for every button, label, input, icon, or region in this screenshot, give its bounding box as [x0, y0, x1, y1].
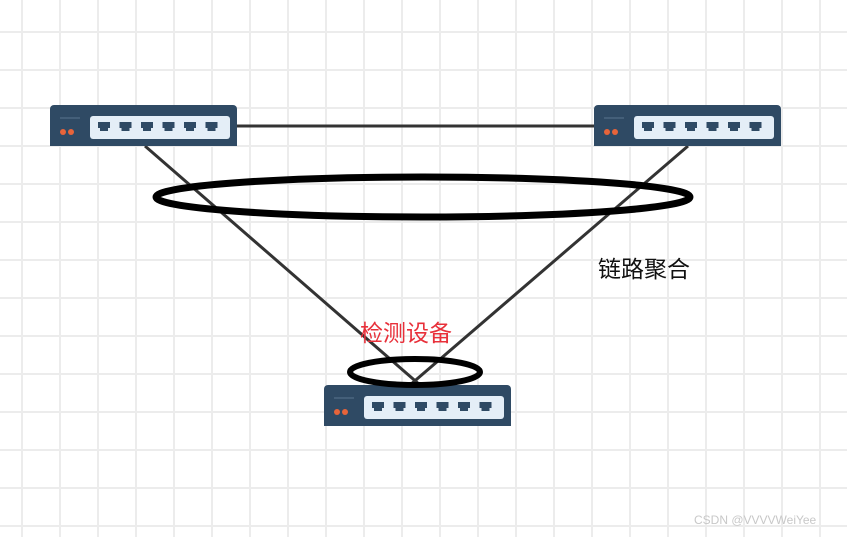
watermark: CSDN @VVVVWeiYee	[694, 513, 817, 527]
led-icon	[334, 409, 340, 415]
port-panel	[634, 116, 774, 139]
port-panel	[364, 396, 504, 419]
detection-ellipse	[347, 356, 483, 388]
ethernet-port-icon	[415, 402, 427, 411]
ethernet-port-icon	[205, 122, 218, 131]
switch-top-left	[50, 105, 237, 146]
ethernet-port-icon	[98, 122, 110, 131]
port-panel	[90, 116, 230, 139]
ethernet-port-icon	[184, 122, 196, 131]
led-icon	[342, 409, 348, 415]
led-icon	[612, 129, 618, 135]
ethernet-port-icon	[479, 402, 492, 411]
link-aggregation-label: 链路聚合	[598, 257, 690, 283]
switch-top-right	[594, 105, 781, 146]
ethernet-port-icon	[642, 122, 654, 131]
led-icon	[60, 129, 66, 135]
ethernet-port-icon	[436, 402, 449, 411]
ethernet-port-icon	[706, 122, 719, 131]
ethernet-port-icon	[728, 122, 740, 131]
ethernet-port-icon	[393, 402, 406, 411]
ethernet-port-icon	[749, 122, 762, 131]
detection-device-label: 检测设备	[360, 321, 452, 347]
ethernet-port-icon	[685, 122, 697, 131]
led-icon	[604, 129, 610, 135]
ethernet-port-icon	[458, 402, 470, 411]
ethernet-port-icon	[119, 122, 132, 131]
switch-bottom	[324, 385, 511, 426]
ethernet-port-icon	[372, 402, 384, 411]
led-icon	[68, 129, 74, 135]
ethernet-port-icon	[663, 122, 676, 131]
ethernet-port-icon	[141, 122, 153, 131]
ethernet-port-icon	[162, 122, 175, 131]
aggregation-ellipse	[152, 173, 694, 221]
